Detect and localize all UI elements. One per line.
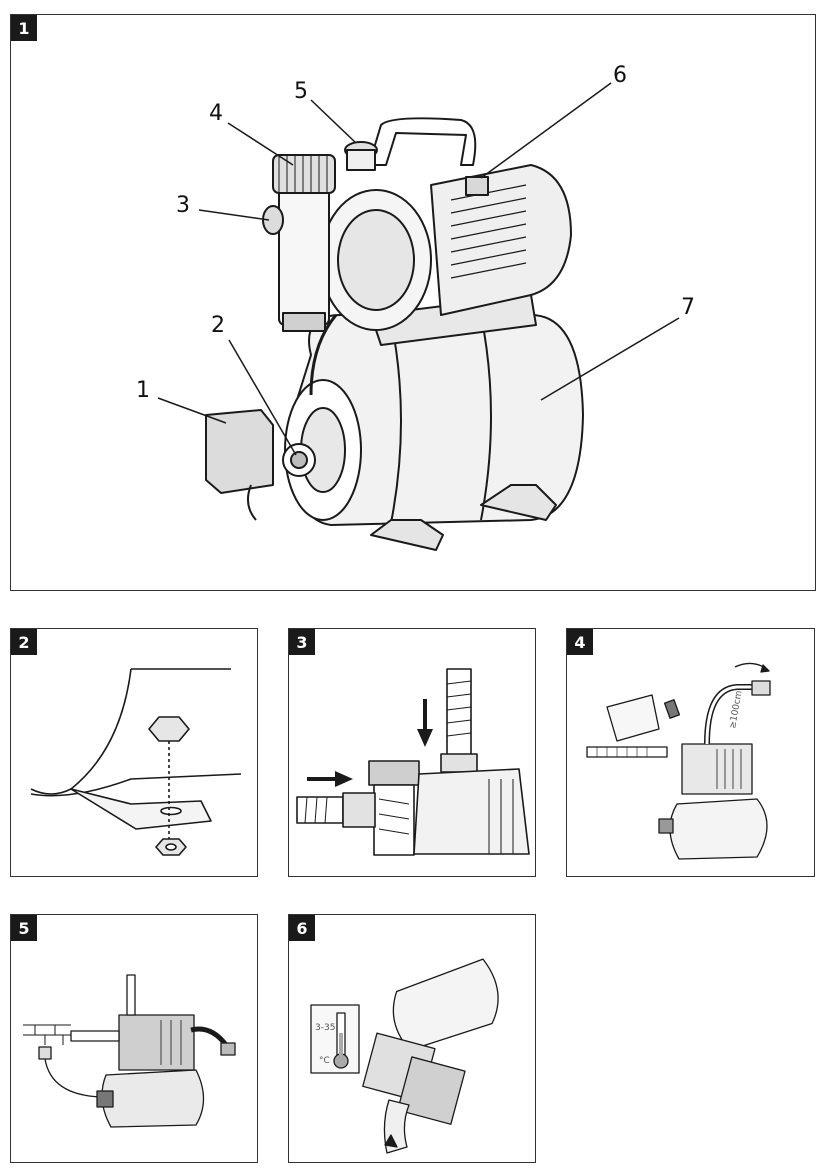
figure-4-panel: 4 ≥100cm bbox=[566, 628, 815, 877]
pressure-tank bbox=[101, 1069, 205, 1128]
figure-number-badge: 4 bbox=[567, 629, 593, 655]
hose-connection-drawing bbox=[296, 668, 530, 856]
temperature-range: 3-35 bbox=[315, 1023, 335, 1033]
figure-number-badge: 6 bbox=[289, 915, 315, 941]
temperature-unit: °C bbox=[319, 1056, 330, 1066]
wall-socket bbox=[38, 1046, 52, 1060]
water-jug bbox=[606, 694, 660, 742]
distance-label: ≥100cm bbox=[728, 690, 745, 730]
bolt-head bbox=[148, 716, 190, 742]
filter-cap bbox=[368, 760, 420, 786]
figure-5-panel: 5 bbox=[10, 914, 258, 1163]
inlet-port bbox=[262, 205, 284, 235]
filter-housing bbox=[278, 184, 330, 326]
water-tap bbox=[751, 680, 771, 696]
tank-foot-rear bbox=[480, 484, 557, 521]
callout-3: 3 bbox=[176, 193, 190, 218]
pressure-switch bbox=[205, 409, 274, 494]
carry-handle bbox=[368, 117, 477, 166]
callout-6: 6 bbox=[613, 63, 627, 88]
priming-drawing: ≥100cm bbox=[586, 662, 771, 860]
pressure-tank bbox=[392, 958, 499, 1051]
motor bbox=[430, 164, 572, 316]
mounting-foot bbox=[70, 788, 212, 830]
brick-wall bbox=[23, 1024, 71, 1045]
drain-storage-drawing: 3-35 °C bbox=[310, 958, 499, 1154]
figure-number-badge: 2 bbox=[11, 629, 37, 655]
pump-station-drawing bbox=[157, 82, 680, 551]
foot-mounting-drawing bbox=[30, 668, 242, 856]
pressure-tank bbox=[669, 798, 768, 860]
figure-1-panel: 1 bbox=[10, 14, 816, 591]
callout-2: 2 bbox=[211, 313, 225, 338]
figure-2-panel: 2 bbox=[10, 628, 258, 877]
figure-number-badge: 3 bbox=[289, 629, 315, 655]
callout-1: 1 bbox=[136, 378, 150, 403]
motor-switch bbox=[465, 176, 489, 196]
figure-number-badge: 1 bbox=[11, 15, 37, 41]
plug bbox=[220, 1042, 236, 1056]
callout-7: 7 bbox=[681, 295, 695, 320]
figure-3-panel: 3 bbox=[288, 628, 536, 877]
power-connection-drawing bbox=[23, 974, 236, 1128]
pump-unit bbox=[118, 1014, 195, 1071]
figure-6-panel: 6 3-35 °C bbox=[288, 914, 536, 1163]
tank-foot-front bbox=[370, 519, 444, 551]
filter-cap bbox=[272, 154, 336, 194]
callout-4: 4 bbox=[209, 101, 223, 126]
inlet-hose bbox=[296, 796, 344, 824]
callout-5: 5 bbox=[294, 79, 308, 104]
figure-number-badge: 5 bbox=[11, 915, 37, 941]
